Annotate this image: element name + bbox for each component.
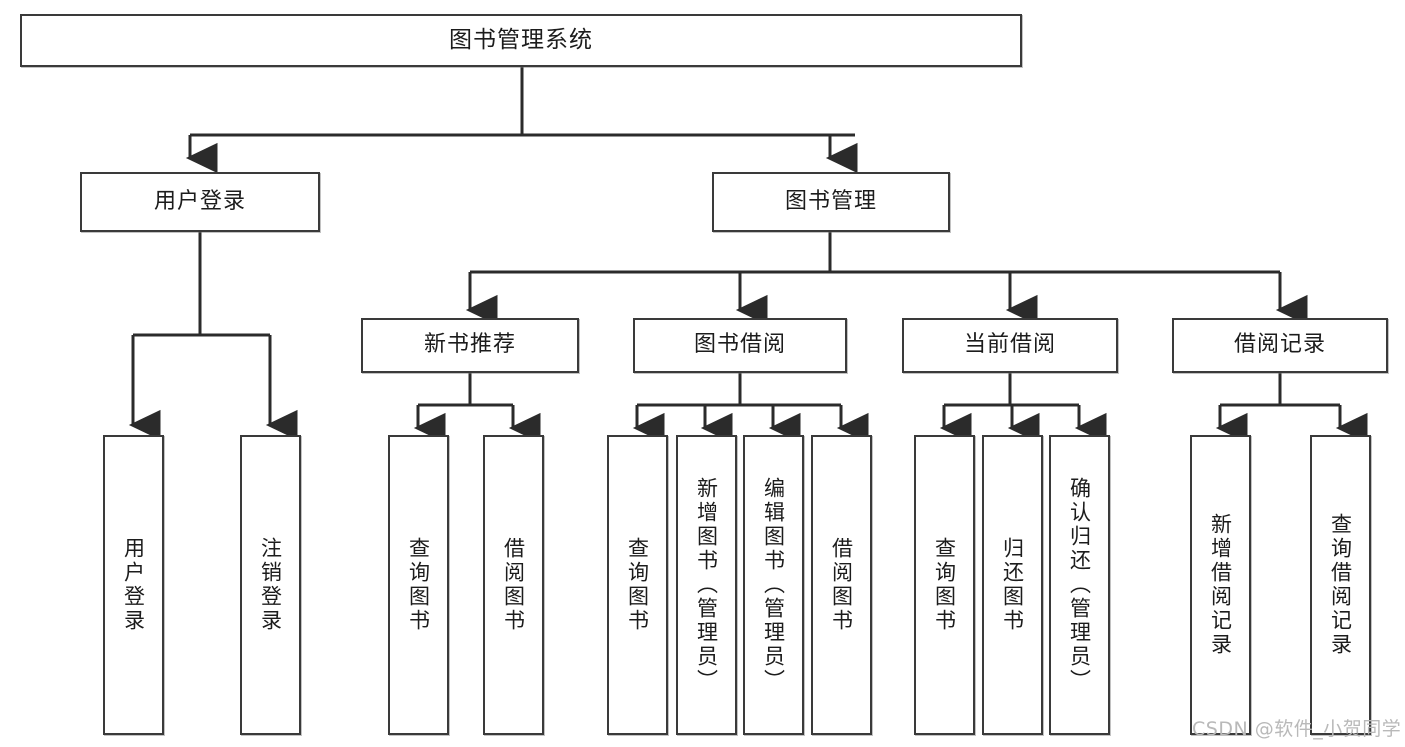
node-label: 借阅记录 bbox=[1233, 332, 1326, 358]
node-label: 查询图书 bbox=[932, 537, 957, 633]
node-label: 借阅图书 bbox=[501, 537, 526, 633]
leaf-user-login-logout[interactable]: 注销登录 bbox=[240, 435, 301, 735]
leaf-borrow-record-query[interactable]: 查询借阅记录 bbox=[1310, 435, 1371, 735]
leaf-book-borrow-query[interactable]: 查询图书 bbox=[607, 435, 668, 735]
node-label: 新增借阅记录 bbox=[1208, 513, 1233, 657]
node-label: 归还图书 bbox=[1000, 537, 1025, 633]
node-label: 借阅图书 bbox=[829, 537, 854, 633]
leaf-book-borrow-edit[interactable]: 编辑图书（管理员） bbox=[743, 435, 804, 735]
node-label: 当前借阅 bbox=[963, 332, 1056, 358]
node-new-book-recommend[interactable]: 新书推荐 bbox=[361, 318, 579, 373]
node-borrow-record[interactable]: 借阅记录 bbox=[1172, 318, 1388, 373]
leaf-new-book-query[interactable]: 查询图书 bbox=[388, 435, 449, 735]
node-label: 图书管理系统 bbox=[449, 26, 593, 53]
leaf-borrow-record-add[interactable]: 新增借阅记录 bbox=[1190, 435, 1251, 735]
leaf-book-borrow-add[interactable]: 新增图书（管理员） bbox=[676, 435, 737, 735]
node-label: 用户登录 bbox=[121, 537, 146, 633]
node-current-borrow[interactable]: 当前借阅 bbox=[902, 318, 1118, 373]
leaf-new-book-borrow[interactable]: 借阅图书 bbox=[483, 435, 544, 735]
node-label: 确认归还（管理员） bbox=[1067, 477, 1092, 693]
csdn-watermark: CSDN @软件_小贺同学 bbox=[1192, 718, 1402, 740]
node-label: 图书借阅 bbox=[693, 332, 786, 358]
node-label: 编辑图书（管理员） bbox=[761, 477, 786, 693]
leaf-user-login-login[interactable]: 用户登录 bbox=[103, 435, 164, 735]
node-label: 查询图书 bbox=[406, 537, 431, 633]
node-root-system[interactable]: 图书管理系统 bbox=[20, 14, 1022, 67]
node-label: 图书管理 bbox=[784, 188, 877, 214]
node-label: 新增图书（管理员） bbox=[694, 477, 719, 693]
node-label: 注销登录 bbox=[258, 537, 283, 633]
leaf-current-borrow-query[interactable]: 查询图书 bbox=[914, 435, 975, 735]
node-label: 查询图书 bbox=[625, 537, 650, 633]
node-book-borrow[interactable]: 图书借阅 bbox=[633, 318, 847, 373]
node-label: 查询借阅记录 bbox=[1328, 513, 1353, 657]
leaf-current-borrow-return[interactable]: 归还图书 bbox=[982, 435, 1043, 735]
node-user-login[interactable]: 用户登录 bbox=[80, 172, 320, 232]
leaf-current-borrow-confirm-return[interactable]: 确认归还（管理员） bbox=[1049, 435, 1110, 735]
node-label: 新书推荐 bbox=[423, 332, 516, 358]
node-book-management[interactable]: 图书管理 bbox=[712, 172, 950, 232]
node-label: 用户登录 bbox=[153, 188, 246, 214]
leaf-book-borrow-borrow[interactable]: 借阅图书 bbox=[811, 435, 872, 735]
